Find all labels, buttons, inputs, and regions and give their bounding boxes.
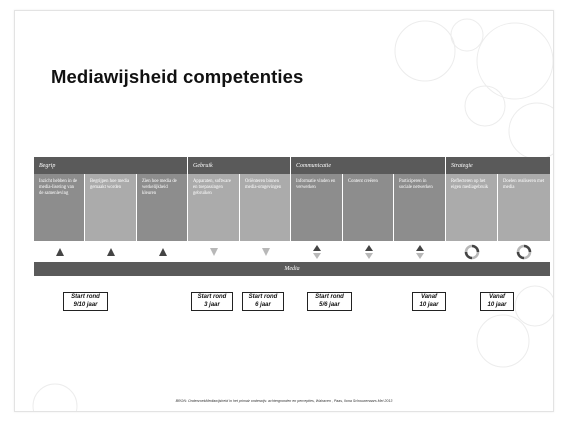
subcategory-cell: Doelen realiseren met media: [498, 174, 550, 241]
start-label: Vanaf 10 jaar: [480, 292, 514, 311]
start-label-line1: Start rond: [71, 294, 100, 300]
arrow-up-icon: [85, 243, 137, 261]
start-label-line2: 5/6 jaar: [319, 301, 340, 308]
start-label-line2: 10 jaar: [419, 301, 439, 308]
subcategory-cell: Inzicht hebben in de media-lisering van …: [34, 174, 85, 241]
slide-title: Mediawijsheid competenties: [51, 66, 304, 87]
subcategory-cell: Oriënteren binnen media-omgevingen: [240, 174, 291, 241]
subcategory-cell: Apparaten, software en toepassingen gebr…: [188, 174, 240, 241]
subcategory-cell: Reflecteren op het eigen mediagebruik: [446, 174, 498, 241]
start-label: Start rond 6 jaar: [242, 292, 284, 311]
start-label-line1: Start rond: [197, 294, 227, 300]
start-label-line2: 3 jaar: [204, 301, 220, 308]
slide: Mediawijsheid competenties Begrip Gebrui…: [14, 10, 554, 412]
start-label-line1: Start rond: [315, 294, 344, 300]
subcategory-cell: Participeren in sociale netwerken: [394, 174, 446, 241]
subcategory-cell: Informatie vinden en verwerken: [291, 174, 343, 241]
arrow-up-icon: [34, 243, 85, 261]
start-label-line1: Vanaf: [488, 294, 506, 300]
start-label-line2: 10 jaar: [487, 301, 507, 308]
start-label: Start rond 9/10 jaar: [63, 292, 108, 311]
arrow-down-icon: [188, 243, 240, 261]
double-arrow-icon: [394, 243, 446, 261]
cycle-icon: [498, 243, 550, 261]
double-arrow-icon: [291, 243, 343, 261]
start-label-line1: Start rond: [248, 294, 278, 300]
arrow-down-icon: [240, 243, 291, 261]
subcategory-cell: Begrijpen hoe media gemaakt worden: [85, 174, 137, 241]
double-arrow-icon: [343, 243, 394, 261]
category-strategie: Strategie: [446, 157, 550, 174]
cycle-icon: [446, 243, 498, 261]
category-row: Begrip Gebruik Communicatie Strategie: [34, 157, 550, 174]
subcategory-cell: Zien hoe media de werkelijkheid kleuren: [137, 174, 188, 241]
subcategory-row: Inzicht hebben in de media-lisering van …: [34, 174, 550, 241]
source-citation: BRON: OnderzoekMediawijsheid in het prim…: [175, 399, 393, 403]
subcategory-cell: Content creëren: [343, 174, 394, 241]
start-label-line2: 9/10 jaar: [73, 301, 98, 308]
start-label: Start rond 5/6 jaar: [307, 292, 352, 311]
start-label: Start rond 3 jaar: [191, 292, 233, 311]
arrow-row: [34, 243, 550, 261]
category-begrip: Begrip: [34, 157, 188, 174]
arrow-up-icon: [137, 243, 188, 261]
start-label-line1: Vanaf: [420, 294, 438, 300]
start-label: Vanaf 10 jaar: [412, 292, 446, 311]
category-communicatie: Communicatie: [291, 157, 446, 174]
category-gebruik: Gebruik: [188, 157, 291, 174]
media-bar: Media: [34, 262, 550, 276]
start-label-line2: 6 jaar: [255, 301, 271, 308]
decorative-circles: [32, 18, 553, 411]
